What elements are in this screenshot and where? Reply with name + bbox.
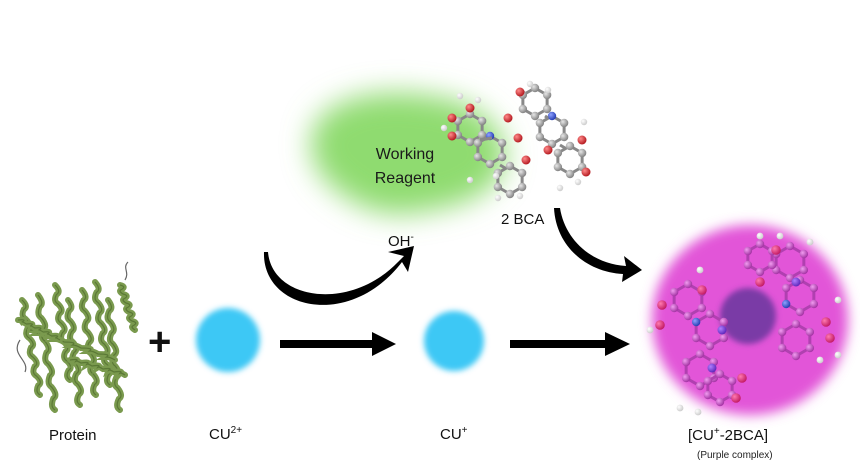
copper-ion-cu2-blob: [196, 308, 260, 372]
working-reagent-line2: Reagent: [374, 170, 436, 187]
complex-label: [CU+-2BCA]: [688, 426, 769, 444]
arrow-cu2-to-cu1: [280, 332, 396, 356]
arrow-cu1-to-complex: [510, 332, 630, 356]
working-reagent-label: Working Reagent: [360, 143, 450, 191]
copper-ion-cu1-blob: [424, 311, 484, 371]
complex-note: (Purple complex): [697, 450, 773, 461]
bca-molecule-icon: [440, 80, 591, 202]
complex-molecule-icon: [646, 232, 842, 416]
working-reagent-line1: Working: [375, 146, 435, 163]
cu2-label: CU2+: [209, 425, 243, 443]
protein-ribbon-structure-icon: [15, 261, 139, 413]
cu1-label: CU+: [440, 425, 468, 443]
plus-sign: +: [148, 320, 172, 364]
curved-arrow-oh: [263, 246, 414, 305]
oh-label: OH-: [388, 232, 414, 250]
protein-label: Protein: [49, 427, 97, 444]
curved-arrow-bca-to-complex: [554, 208, 642, 282]
two-bca-label: 2 BCA: [501, 211, 545, 228]
